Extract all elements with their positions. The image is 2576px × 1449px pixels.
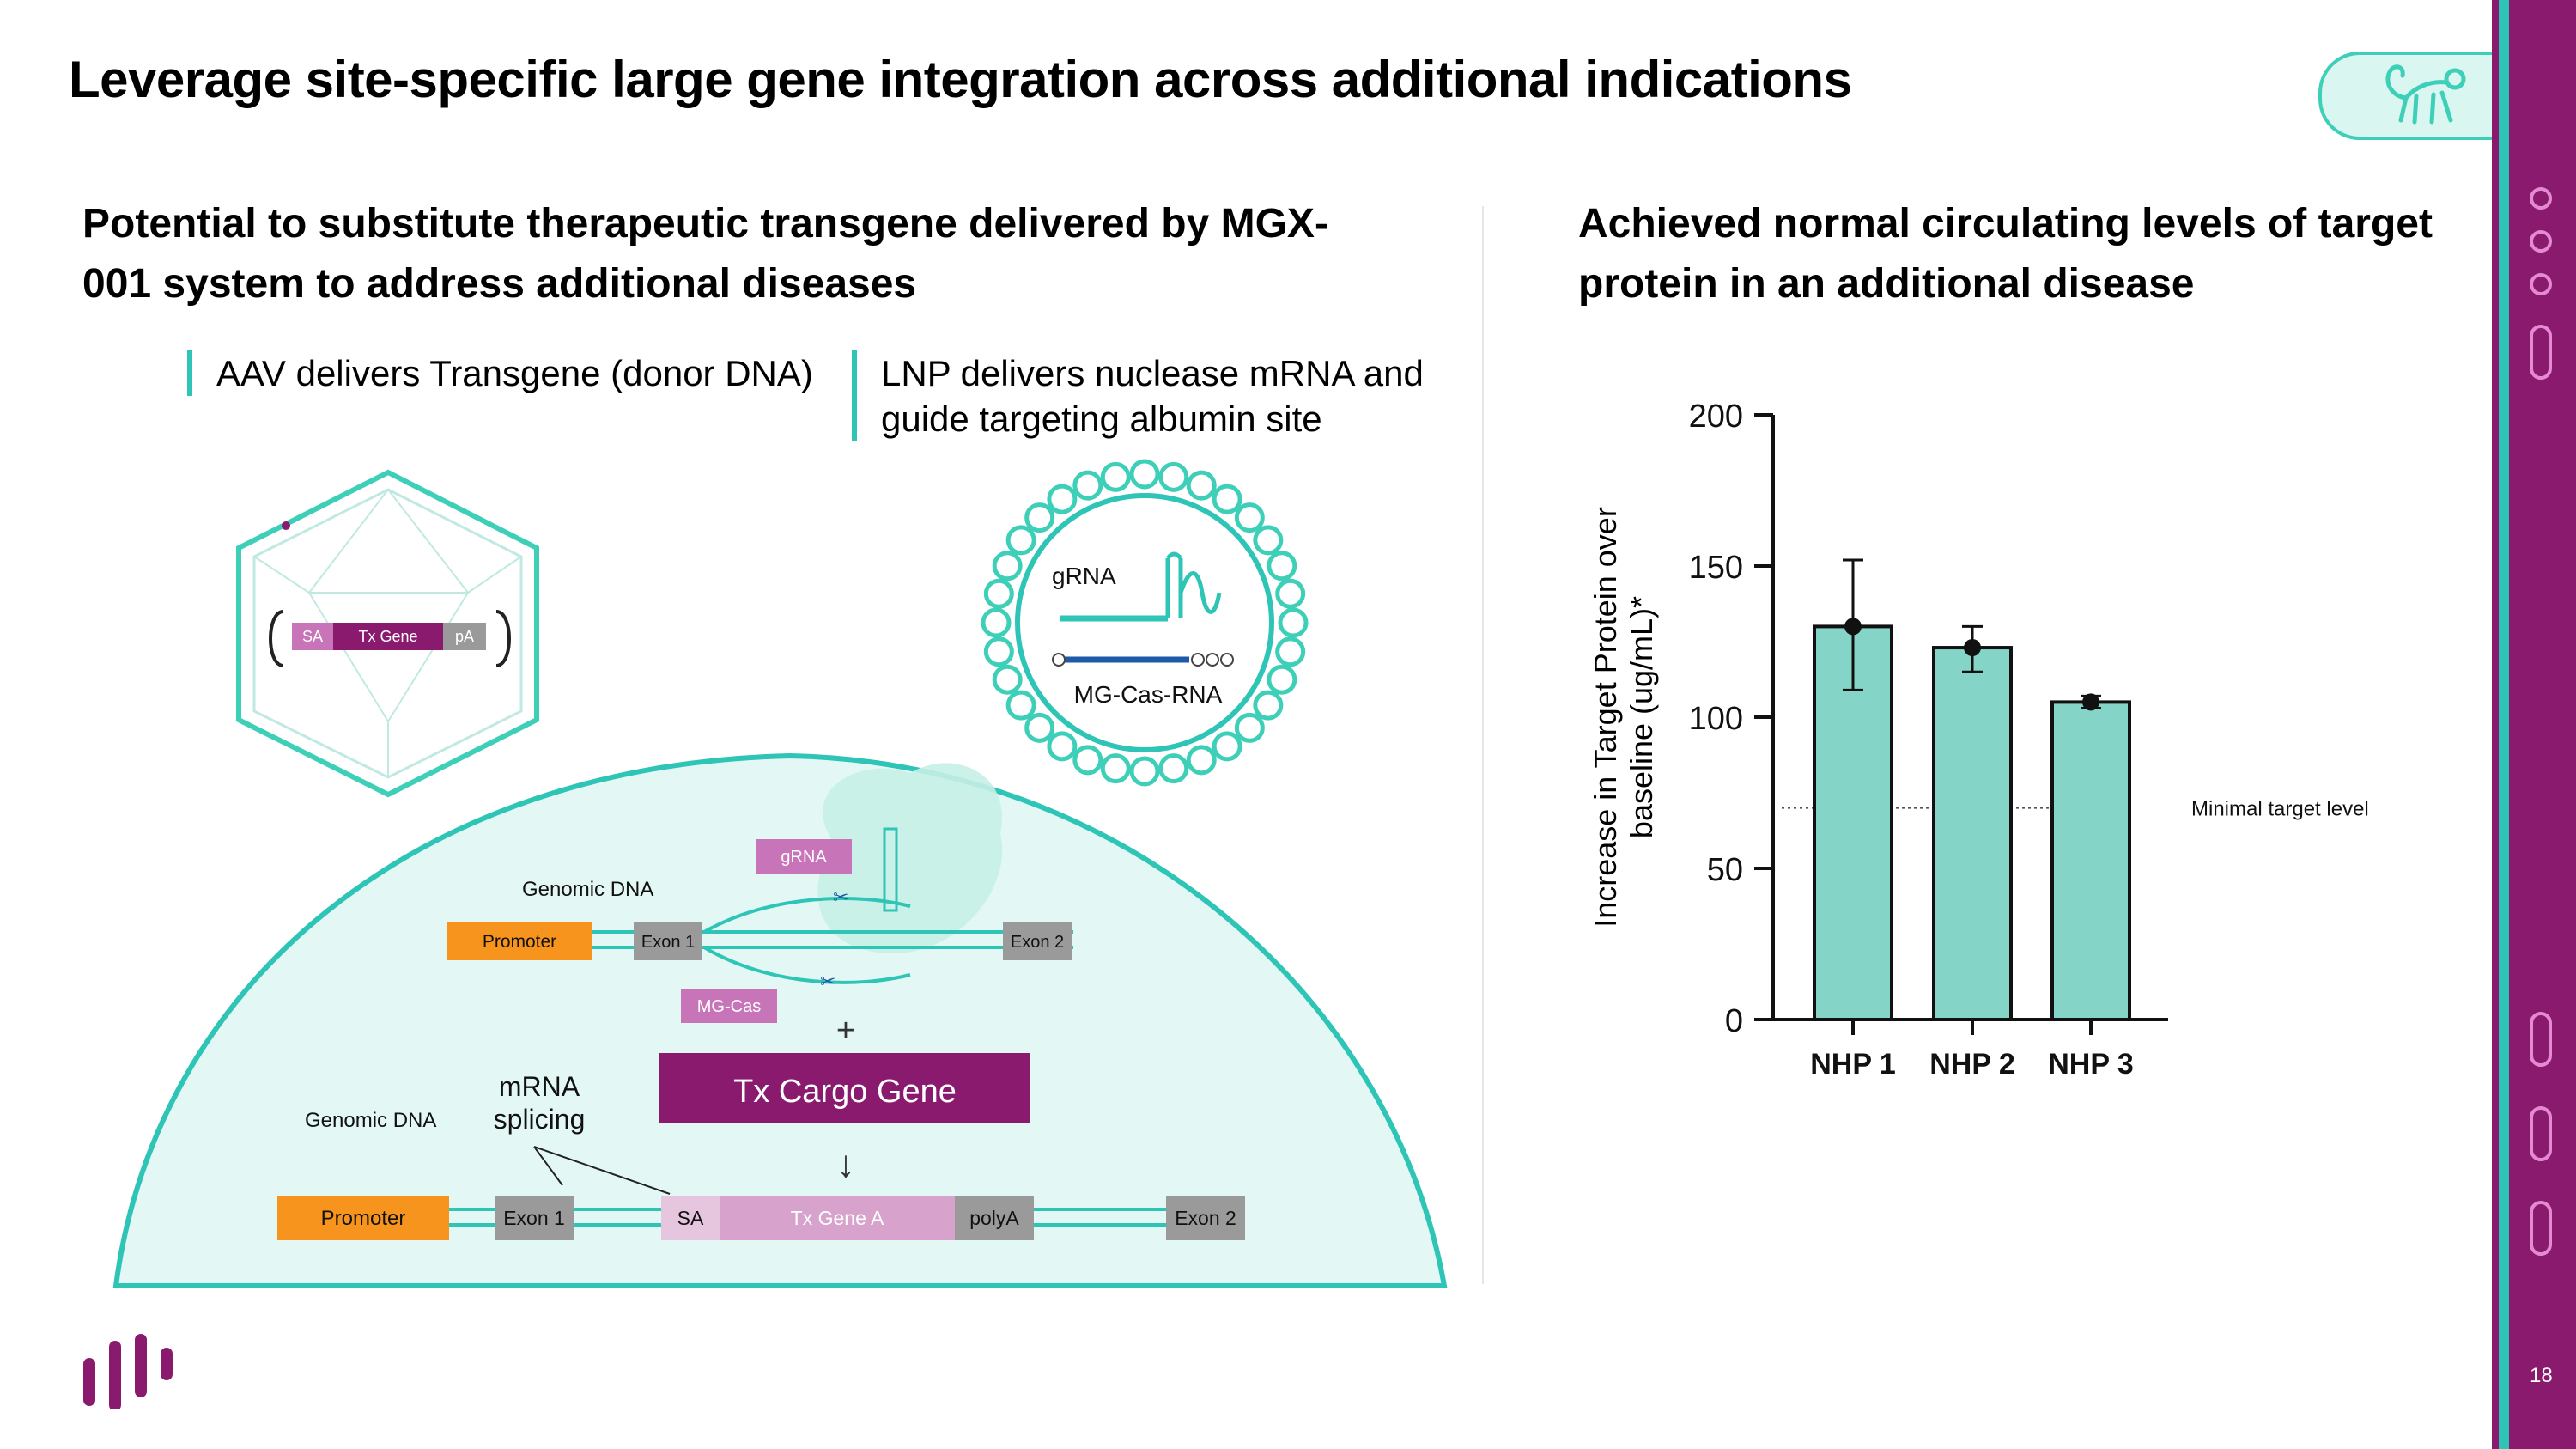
y-tick-label: 50 [1707, 852, 1743, 888]
lnp-grna-label: gRNA [1052, 563, 1116, 589]
lipid-bead [1212, 731, 1242, 762]
right-subheading: Achieved normal circulating levels of ta… [1578, 201, 2433, 307]
lnp-particle: gRNA MG-Cas-RNA [981, 459, 1309, 787]
y-tick-label: 150 [1689, 550, 1743, 586]
exon2-label-top: Exon 2 [1011, 933, 1064, 952]
y-axis-label: Increase in Target Protein overbaseline … [1588, 507, 1659, 928]
mgcas-tag: MG-Cas [697, 997, 761, 1016]
lipid-bead [1129, 459, 1160, 490]
gene-integration-diagram: SA Tx Gene pA gRNA MG-Cas-RNA Genomic DN… [112, 459, 1448, 1288]
lipid-bead [1278, 607, 1309, 638]
scissors-icon-bottom: ✂ [820, 971, 835, 992]
genomic-dna-label-2: Genomic DNA [305, 1109, 436, 1132]
cas-protein-blob [817, 763, 1003, 953]
lipid-bead [1100, 461, 1131, 492]
lipid-bead [983, 636, 1014, 667]
lipid-bead [1024, 712, 1055, 743]
page-title: Leverage site-specific large gene integr… [69, 51, 1852, 108]
exon2-label-bottom: Exon 2 [1175, 1207, 1236, 1229]
left-subheading: Potential to substitute therapeutic tran… [82, 201, 1328, 307]
lipid-bead [1158, 461, 1189, 492]
circuit-decoration [2530, 187, 2552, 1256]
callout-lnp: LNP delivers nuclease mRNA and guide tar… [852, 350, 1499, 441]
exon1-label-top: Exon 1 [641, 933, 695, 952]
monkey-icon [2385, 64, 2466, 125]
lipid-bead [1024, 502, 1055, 533]
mean-point [1844, 618, 1862, 636]
tx-cargo-box [659, 1053, 1030, 1123]
lipid-bead [992, 664, 1023, 695]
tx-gene-a-label: Tx Gene A [791, 1207, 884, 1229]
company-logo [83, 1334, 173, 1409]
scissors-icon-top: ✂ [833, 886, 848, 908]
lipid-bead [1275, 636, 1306, 667]
lipid-bead [1234, 712, 1265, 743]
lipid-bead [1158, 753, 1189, 784]
lipid-bead [1047, 731, 1078, 762]
promoter-label-top: Promoter [483, 932, 556, 952]
bar [1932, 646, 2013, 1021]
callout-aav: AAV delivers Transgene (donor DNA) [187, 350, 817, 396]
lipid-bead [1072, 470, 1103, 501]
lipid-bead [1047, 484, 1078, 514]
polya-label: polyA [969, 1207, 1019, 1229]
y-tick-label: 100 [1689, 701, 1743, 737]
lipid-bead [1253, 690, 1284, 721]
decorative-accent-line [2499, 0, 2509, 1449]
lipid-bead [1275, 578, 1306, 609]
cell-membrane [112, 752, 1448, 1288]
lipid-bead [1129, 756, 1160, 787]
lipid-bead [1186, 745, 1217, 776]
y-tick-label: 200 [1689, 399, 1743, 435]
bar [1813, 624, 1893, 1021]
aav-tx-gene-label: Tx Gene [358, 628, 417, 645]
lipid-bead [1267, 551, 1297, 581]
lipid-bead [1212, 484, 1242, 514]
lipid-bead [1005, 525, 1036, 556]
mean-point [1964, 639, 1981, 657]
mascot-tab [2318, 52, 2498, 140]
lipid-bead [1186, 470, 1217, 501]
genomic-dna-label-1: Genomic DNA [522, 878, 653, 901]
reference-line-label: Minimal target level [2191, 798, 2369, 821]
x-tick-label: NHP 2 [1929, 1048, 2015, 1081]
aav-capsid: SA Tx Gene pA [236, 469, 539, 798]
lipid-bead [981, 607, 1012, 638]
lipid-bead [1100, 753, 1131, 784]
lipid-bead [983, 578, 1014, 609]
grna-tag: gRNA [781, 848, 827, 867]
plus-sign: + [836, 1013, 855, 1049]
lipid-bead [1072, 745, 1103, 776]
aav-pa-label: pA [455, 628, 474, 645]
mean-point [2082, 693, 2099, 711]
exon1-label-bottom: Exon 1 [503, 1207, 565, 1229]
lipid-bead [1005, 690, 1036, 721]
column-divider [1482, 206, 1484, 1284]
down-arrow: ↓ [836, 1143, 855, 1185]
x-tick-label: NHP 3 [2048, 1048, 2134, 1081]
tx-cargo-label: Tx Cargo Gene [733, 1074, 957, 1110]
x-tick-label: NHP 1 [1810, 1048, 1896, 1081]
lipid-bead [992, 551, 1023, 581]
y-tick-label: 0 [1725, 1003, 1743, 1039]
bar [2050, 700, 2131, 1021]
lipid-bead [1234, 502, 1265, 533]
lipid-bead [1267, 664, 1297, 695]
lnp-mgcas-label: MG-Cas-RNA [1074, 681, 1223, 708]
page-number: 18 [2530, 1364, 2553, 1387]
lipid-bead [1253, 525, 1284, 556]
aav-sa-label: SA [302, 628, 323, 645]
sa-label-bottom: SA [677, 1207, 704, 1229]
promoter-label-bottom: Promoter [321, 1207, 406, 1230]
